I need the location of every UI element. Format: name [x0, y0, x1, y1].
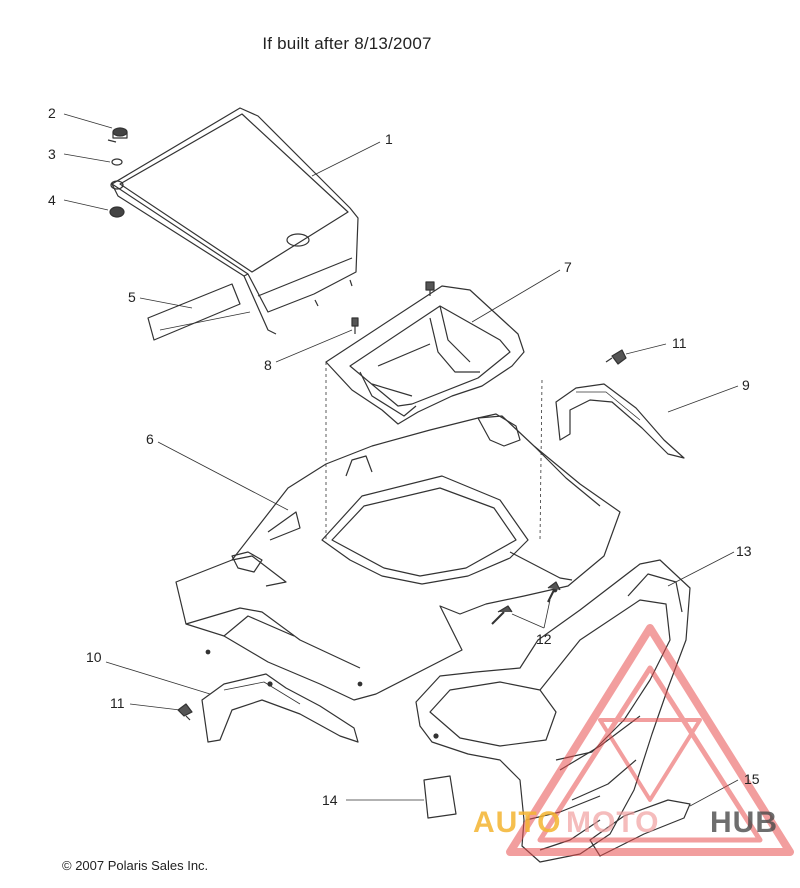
watermark-triangle-logo — [506, 624, 794, 856]
watermark-text-hub: HUB — [710, 806, 778, 839]
callout-10: 10 — [86, 649, 102, 665]
callout-13: 13 — [736, 543, 752, 559]
callout-12: 12 — [536, 631, 552, 647]
callout-numbers: 2 3 4 1 5 7 8 11 9 6 10 11 12 13 14 15 — [48, 105, 760, 808]
decal-5 — [147, 283, 251, 341]
callout-2: 2 — [48, 105, 56, 121]
fender-flare-right — [555, 383, 685, 459]
copyright-notice: © 2007 Polaris Sales Inc. — [62, 858, 209, 873]
callout-3: 3 — [48, 146, 56, 162]
push-rivets-11 — [177, 349, 627, 721]
storage-tray — [325, 285, 525, 425]
callout-5: 5 — [128, 289, 136, 305]
watermark-text-moto: MOTO — [566, 806, 660, 839]
diagram-title: If built after 8/13/2007 — [262, 34, 432, 53]
callout-11-left: 11 — [110, 695, 125, 711]
fender-flare-left — [201, 673, 359, 743]
callout-11-right: 11 — [672, 335, 687, 351]
callout-4: 4 — [48, 192, 56, 208]
callout-7: 7 — [564, 259, 572, 275]
storage-lid — [111, 107, 359, 335]
callout-6: 6 — [146, 431, 154, 447]
decal-14 — [423, 775, 457, 819]
grommet-hardware — [107, 127, 128, 218]
screws-12 — [491, 581, 561, 625]
bolts-8 — [351, 281, 435, 334]
callout-9: 9 — [742, 377, 750, 393]
callout-8: 8 — [264, 357, 272, 373]
callout-1: 1 — [385, 131, 393, 147]
callout-14: 14 — [322, 792, 338, 808]
watermark-text-auto: AUTO — [473, 806, 562, 839]
callout-15: 15 — [744, 771, 760, 787]
leader-lines — [63, 113, 739, 807]
front-body-panel — [175, 413, 621, 701]
